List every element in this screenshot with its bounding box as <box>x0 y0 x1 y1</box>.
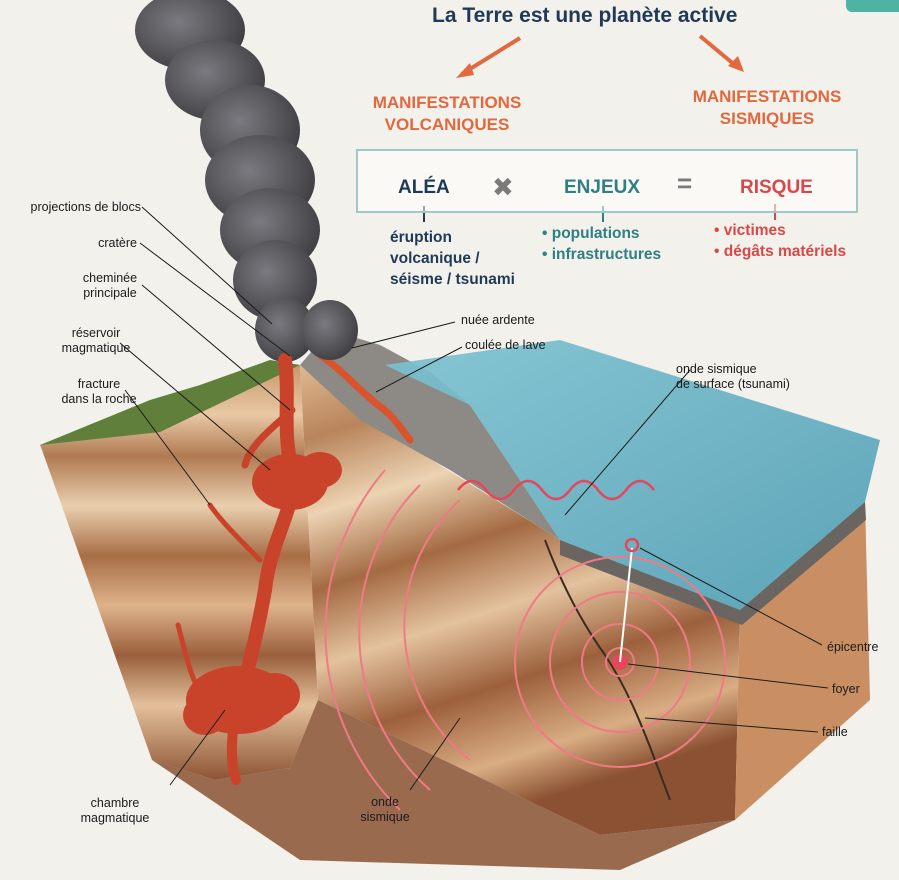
leader-lines <box>119 206 829 791</box>
label-reservoir: réservoir magmatique <box>61 326 131 355</box>
category-volcanic: MANIFESTATIONS VOLCANIQUES <box>372 93 522 134</box>
city-coast <box>300 330 560 540</box>
page-title: La Terre est une planète active <box>432 4 738 27</box>
label-fracture: fracture dans la roche <box>61 377 137 406</box>
sea-floor <box>560 502 866 625</box>
label-faille: faille <box>822 725 848 739</box>
label-cheminee: cheminée principale <box>82 271 138 300</box>
label-foyer: foyer <box>832 682 860 696</box>
times-icon: ✖ <box>492 172 514 202</box>
enjeux-items: • populations • infrastructures <box>542 225 662 263</box>
smoke-plume <box>135 0 358 362</box>
label-cratere: cratère <box>98 236 137 250</box>
equation-box <box>356 149 858 213</box>
sea-surface <box>385 340 880 610</box>
arrow-seismic <box>698 34 738 68</box>
land-top-left <box>40 360 300 445</box>
label-onde-sismique: onde sismique <box>360 795 410 824</box>
block-front-face <box>300 365 740 835</box>
label-nuee: nuée ardente <box>461 313 535 327</box>
magma-reservoir <box>252 452 342 510</box>
equals-icon: = <box>677 168 693 198</box>
label-chambre: chambre magmatique <box>80 796 150 825</box>
equation-risque: RISQUE <box>740 177 813 198</box>
label-onde-surface: onde sismique de surface (tsunami) <box>676 362 790 391</box>
equation-enjeux: ENJEUX <box>564 177 641 198</box>
equation-alea: ALÉA <box>398 177 450 198</box>
label-projections: projections de blocs <box>30 200 141 214</box>
risque-items: • victimes • dégâts matériels <box>714 222 847 260</box>
seismic-waves <box>324 469 726 811</box>
epicentre-point <box>624 537 640 553</box>
page-corner-tab <box>846 0 899 12</box>
block-right-face <box>735 502 870 820</box>
label-epicentre: épicentre <box>827 640 879 654</box>
lava-flow <box>316 351 414 444</box>
alea-items: éruption volcanique / séisme / tsunami <box>390 229 515 288</box>
magma-chamber <box>183 666 300 735</box>
block-lower-slab <box>152 700 735 870</box>
category-seismic: MANIFESTATIONS SISMIQUES <box>692 87 842 128</box>
label-coulee: coulée de lave <box>465 338 546 352</box>
tsunami-wave <box>457 479 655 501</box>
focus-epicentre-line <box>619 547 633 663</box>
